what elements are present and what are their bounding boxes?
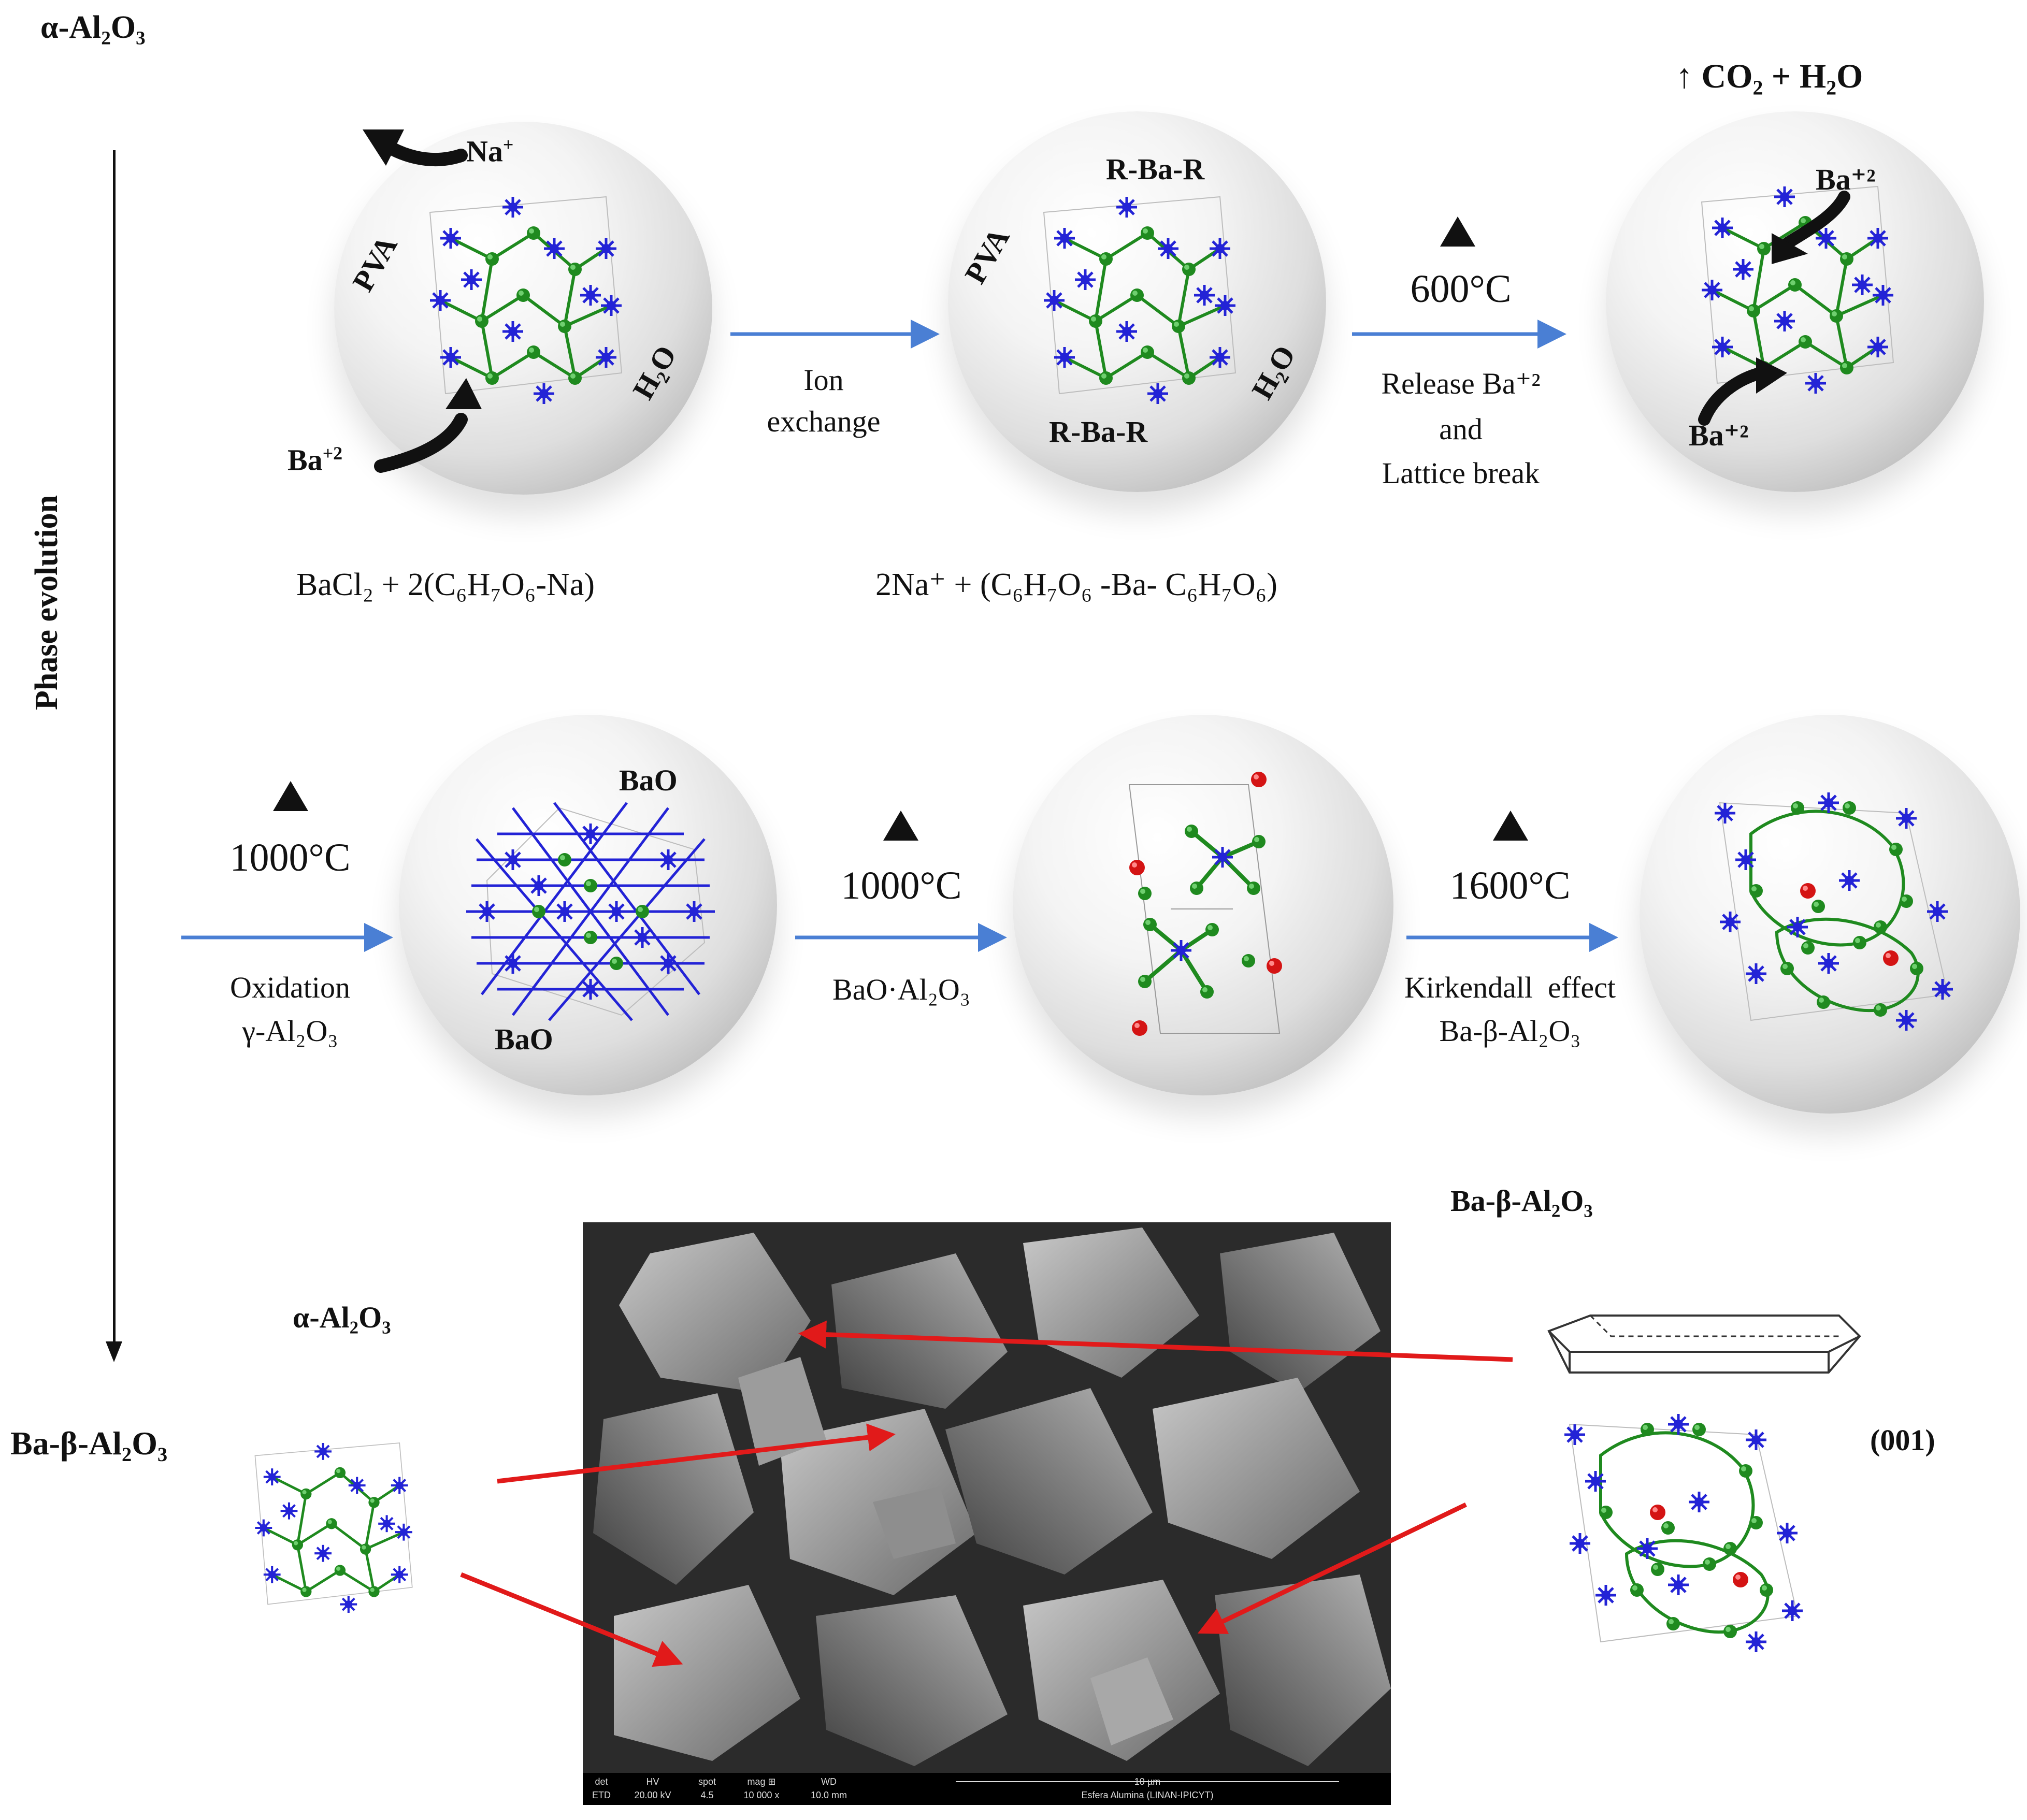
equation-products: 2Na⁺ + (C₆H₇O₆ -Ba- C₆H₇O₆): [875, 567, 1277, 602]
ba-beta-alumina-cell-row3: [1564, 1414, 1803, 1652]
na-ion-label: Na+: [466, 134, 514, 168]
top-left-alpha-label: α-Al₂O₃: [40, 10, 146, 45]
temp-1000c-a: 1000°C: [229, 836, 351, 879]
oxidation-line2: γ-Al₂O₃: [242, 1014, 338, 1048]
r-ba-r-top: R-Ba-R: [1106, 152, 1205, 186]
pointer-alpha-to-sem-lower: [460, 1572, 683, 1667]
sem-hv-header: HV: [646, 1776, 659, 1787]
heat-triangle-1000a: [273, 781, 308, 811]
lattice-structure-2: [1044, 197, 1235, 404]
bao-bottom-label: BaO: [495, 1022, 553, 1056]
alpha-alumina-lattice: [255, 1443, 412, 1613]
ba-beta-side-label: Ba-β-Al₂O₃: [10, 1425, 168, 1462]
phase-axis-line: [113, 150, 116, 1347]
na-out-arrowhead: [363, 129, 404, 166]
sem-spot-header: spot: [698, 1776, 716, 1787]
r-ba-r-bottom: R-Ba-R: [1049, 415, 1148, 449]
sem-grain-texture: [583, 1222, 1391, 1805]
sphere-lattice-break: [1606, 111, 1984, 492]
sphere-bao-al2o3: [1013, 715, 1393, 1095]
ba-release-arrow-top: [1781, 191, 1850, 250]
ba-ion-label: Ba+2: [287, 443, 343, 477]
sem-caption: Esfera Alumina (LINAN-IPICYT): [1081, 1790, 1214, 1800]
sem-det-value: ETD: [592, 1790, 611, 1800]
pointer-platelet-to-sem: [798, 1320, 1513, 1362]
ba-label-bottom: Ba⁺²: [1689, 418, 1749, 452]
heat-triangle-1600: [1493, 811, 1528, 841]
ion-exchange-line2: exchange: [767, 405, 881, 438]
sphere-bao: [399, 715, 777, 1095]
ba-in-arrowhead-1: [445, 378, 482, 409]
alpha-alumina-label: α-Al₂O₃: [293, 1301, 391, 1334]
sem-mag-header: mag ⊞: [747, 1776, 776, 1787]
equation-reactants: BaCl₂ + 2(C₆H₇O₆-Na): [296, 567, 595, 602]
phase-axis-arrowhead: [106, 1341, 122, 1362]
plane-001-label: (001): [1870, 1423, 1935, 1457]
temp-600c: 600°C: [1410, 267, 1512, 311]
co2-h2o-release: ↑ CO₂ + H₂O: [1676, 57, 1863, 95]
ba-release-arrow-bottom: [1698, 367, 1767, 426]
sphere-precursor: [334, 122, 712, 495]
ba-release-arrowhead-bottom: [1756, 357, 1787, 394]
lattice-structure-1: [430, 197, 622, 404]
temp-1600c: 1600°C: [1449, 864, 1571, 907]
temp-1000c-b: 1000°C: [841, 864, 962, 907]
ba-label-top: Ba⁺²: [1816, 163, 1876, 196]
ba-beta-alumina-cell-row2: [1715, 792, 1953, 1031]
bao-al2o3-cell: [1128, 772, 1282, 1036]
pointer-alpha-to-sem-upper: [497, 1423, 896, 1484]
ba-release-arrowhead-top: [1772, 233, 1808, 264]
ba-beta-title: Ba-β-Al₂O₃: [1450, 1184, 1593, 1218]
sem-wd-header: WD: [821, 1776, 837, 1787]
kirkendall-line1: Kirkendall effect: [1404, 971, 1616, 1004]
bao-al2o3-label: BaO·Al₂O₃: [832, 973, 970, 1006]
release-ba-line1: Release Ba⁺²: [1381, 367, 1541, 400]
oxidation-line1: Oxidation: [230, 971, 350, 1004]
ion-exchange-line1: Ion: [803, 363, 844, 397]
sem-spot-value: 4.5: [700, 1790, 714, 1800]
sem-mag-value: 10 000 x: [743, 1790, 780, 1800]
heat-triangle-600: [1440, 216, 1475, 247]
hexagonal-platelet-sketch: [1547, 1315, 1861, 1374]
kirkendall-line2: Ba-β-Al₂O₃: [1439, 1014, 1581, 1048]
sem-wd-value: 10.0 mm: [810, 1790, 847, 1800]
sem-hv-value: 20.00 kV: [634, 1790, 671, 1800]
sphere-ba-beta-alumina: [1640, 715, 2020, 1114]
release-ba-line2: and: [1439, 412, 1483, 446]
sem-scale-bar: [956, 1781, 1339, 1782]
bao-lattice: [466, 802, 715, 1021]
release-ba-line3: Lattice break: [1382, 456, 1540, 490]
bao-top-label: BaO: [619, 763, 678, 797]
ba-in-arrow-1: [374, 413, 468, 473]
pointer-beta-to-sem: [1197, 1502, 1467, 1634]
sem-det-header: det: [595, 1776, 608, 1787]
heat-triangle-1000b: [883, 811, 918, 841]
lattice-structure-3: [1702, 186, 1893, 394]
